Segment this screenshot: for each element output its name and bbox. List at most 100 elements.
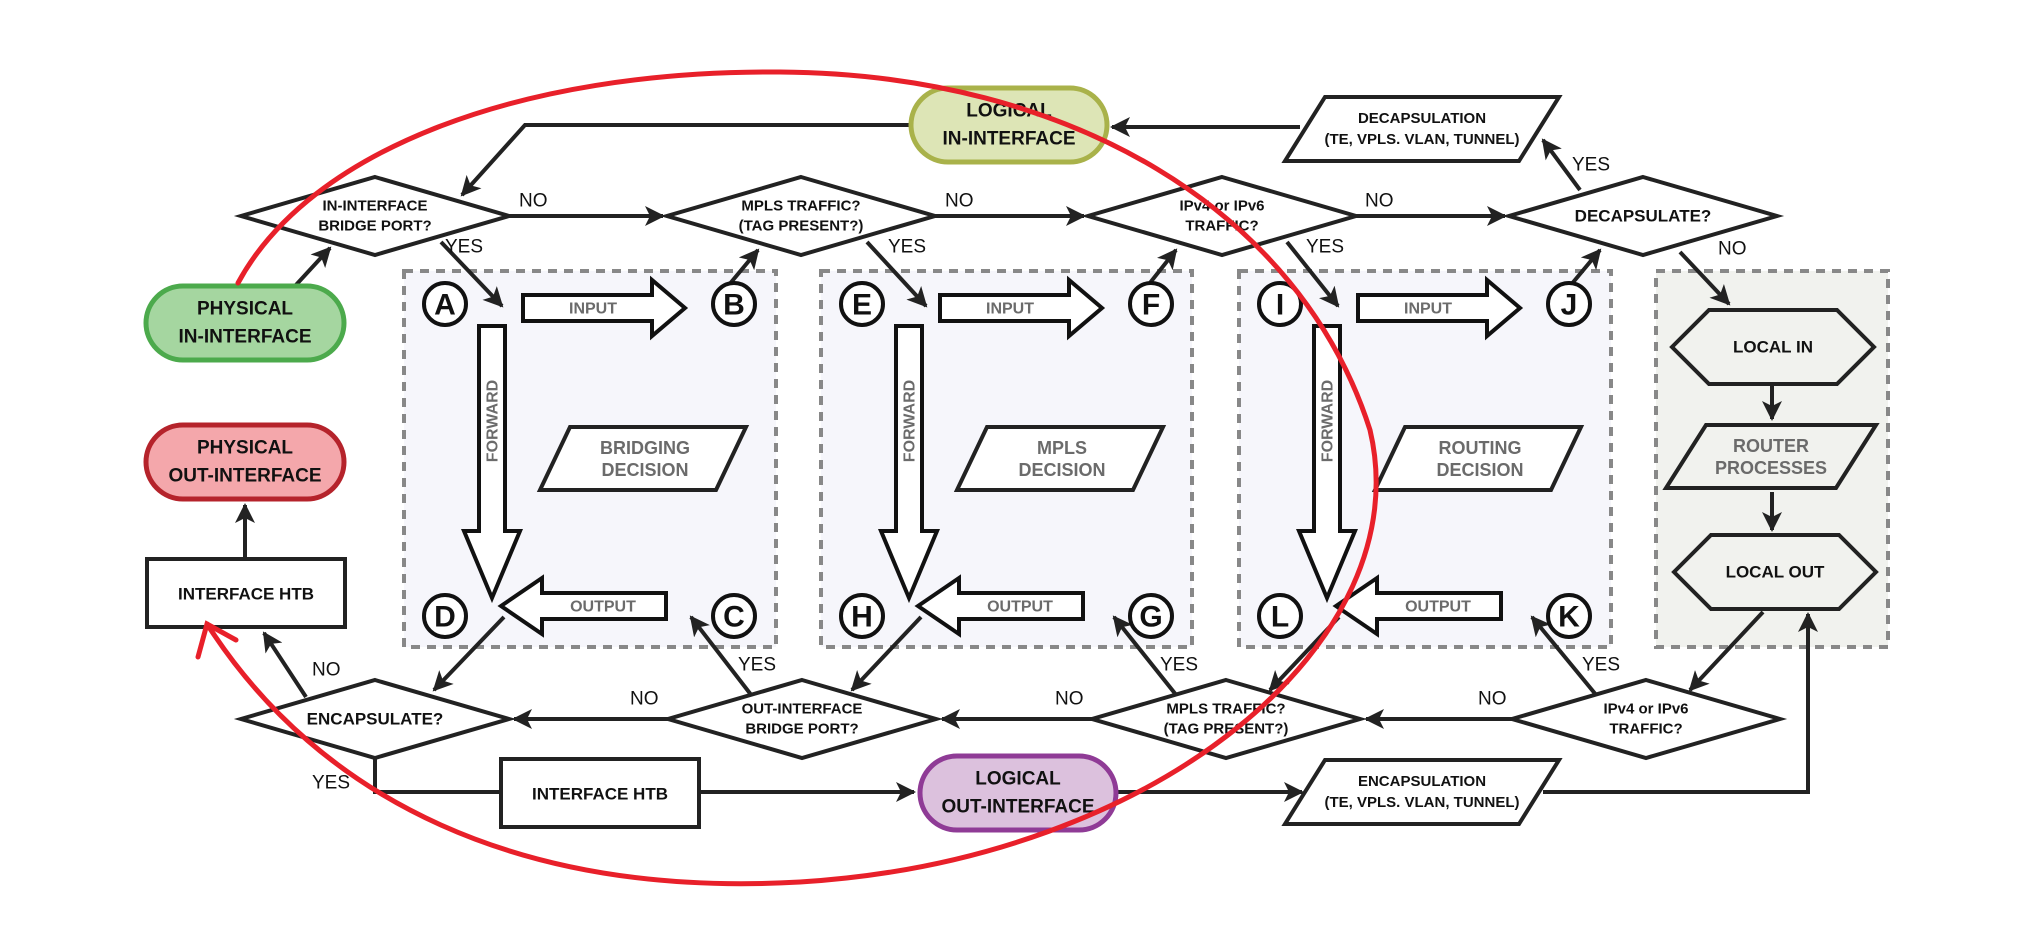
point-a-circle bbox=[422, 281, 468, 327]
decision-top-4-label-line: DECAPSULATE? bbox=[1575, 207, 1712, 226]
point-j-circle bbox=[1546, 281, 1592, 327]
physical-in-to-bridge-port-arrow bbox=[293, 246, 332, 288]
logical-in-interface[interactable] bbox=[908, 85, 1110, 165]
logical-out-interface[interactable] bbox=[917, 753, 1119, 833]
point-j: J bbox=[1561, 289, 1578, 322]
physical-in-interface[interactable] bbox=[143, 283, 347, 363]
routing-decision[interactable] bbox=[1371, 425, 1585, 492]
decision-top-2[interactable] bbox=[659, 174, 943, 258]
logical-in-to-bridge-port-arrow bbox=[460, 123, 911, 197]
decapsulation-label: DECAPSULATION(TE, VPLS. VLAN, TUNNEL) bbox=[1325, 110, 1520, 148]
local-out[interactable] bbox=[1671, 533, 1879, 611]
no-label-bottom-1: NO bbox=[1478, 689, 1507, 710]
yes-label-encapsulate: YES bbox=[312, 773, 350, 794]
point-i: I bbox=[1276, 289, 1284, 322]
decision-bottom-3-label-line: (TAG PRESENT?) bbox=[1164, 721, 1289, 738]
decapsulation-label-line: DECAPSULATION bbox=[1358, 110, 1486, 127]
forward-arrow-label: FORWARD bbox=[485, 380, 502, 462]
point-g: G bbox=[1139, 601, 1162, 634]
yes-to-g-arrow bbox=[1112, 615, 1179, 698]
physical-out-interface-label-line: PHYSICAL bbox=[197, 438, 293, 459]
point-l-circle bbox=[1257, 593, 1303, 639]
point-e: E bbox=[852, 289, 872, 322]
forward-arrow-label: FORWARD bbox=[902, 380, 919, 462]
no-label-decapsulate: NO bbox=[1718, 239, 1747, 260]
yes-to-k-arrow bbox=[1530, 615, 1599, 698]
no-label-bottom-2: NO bbox=[1055, 689, 1084, 710]
router-processes-label-line: ROUTER bbox=[1733, 436, 1809, 456]
decision-bottom-3[interactable] bbox=[1084, 677, 1368, 761]
decision-bottom-2-label-line: OUT-INTERFACE bbox=[742, 701, 863, 718]
annotation-arrowhead-icon bbox=[195, 620, 239, 660]
mpls-decision[interactable] bbox=[953, 425, 1167, 492]
local-out-label: LOCAL OUT bbox=[1726, 563, 1825, 582]
interface-htb-bottom-label-line: INTERFACE HTB bbox=[532, 785, 668, 804]
interface-htb-bottom[interactable] bbox=[499, 757, 701, 829]
mpls-decision-label-line: MPLS bbox=[1037, 438, 1087, 458]
logical-in-interface-label-line: IN-INTERFACE bbox=[943, 129, 1076, 150]
encapsulation-process[interactable] bbox=[1281, 758, 1563, 826]
encapsulation-to-local-out-arrow bbox=[1543, 612, 1818, 794]
forward-arrow-label: FORWARD bbox=[1320, 380, 1337, 462]
bridging-decision[interactable] bbox=[536, 425, 750, 492]
physical-out-interface[interactable] bbox=[143, 422, 347, 502]
input-arrow-label: INPUT bbox=[986, 301, 1034, 318]
decision-top-4[interactable] bbox=[1501, 174, 1785, 258]
yes-to-c-arrow bbox=[689, 615, 754, 698]
decision-bottom-4-label-line: IPv4 or IPv6 bbox=[1603, 701, 1688, 718]
bridging-decision-label-line: BRIDGING bbox=[600, 438, 690, 458]
decision-bottom-1-label-line: ENCAPSULATE? bbox=[307, 710, 444, 729]
output-arrow-label: OUTPUT bbox=[1405, 599, 1471, 616]
point-d-circle bbox=[422, 593, 468, 639]
local-in[interactable] bbox=[1669, 308, 1877, 386]
yes-to-i-arrow bbox=[1285, 240, 1340, 308]
decision-bottom-1-label: ENCAPSULATE? bbox=[307, 710, 444, 729]
forward-arrow bbox=[877, 324, 941, 604]
yes-label-g: YES bbox=[1160, 655, 1198, 676]
interface-htb-left-label: INTERFACE HTB bbox=[178, 585, 314, 604]
point-b-circle bbox=[711, 281, 757, 327]
point-i-circle bbox=[1257, 281, 1303, 327]
encapsulate-yes-line bbox=[373, 758, 501, 794]
yes-label-e: YES bbox=[888, 237, 926, 258]
point-h-circle bbox=[839, 593, 885, 639]
decision-bottom-2[interactable] bbox=[660, 677, 944, 761]
input-arrow-label: INPUT bbox=[569, 301, 617, 318]
decision-top-1-label: IN-INTERFACE BRIDGE PORT? bbox=[318, 198, 431, 235]
router-processes[interactable] bbox=[1662, 423, 1880, 490]
physical-out-interface-label-line: OUT-INTERFACE bbox=[168, 466, 321, 487]
decision-top-1[interactable] bbox=[233, 174, 517, 258]
decapsulation-process[interactable] bbox=[1281, 95, 1563, 163]
no-label-1: NO bbox=[519, 191, 548, 212]
decision-top-1-label-line: IN-INTERFACE bbox=[323, 198, 428, 215]
decision-top-3-label-line: TRAFFIC? bbox=[1185, 218, 1258, 235]
physical-out-interface-label: PHYSICAL OUT-INTERFACE bbox=[168, 438, 321, 487]
router-processes-label-line: PROCESSES bbox=[1715, 458, 1827, 478]
h-to-bridge-port-arrow bbox=[850, 615, 923, 692]
yes-label-k: YES bbox=[1582, 655, 1620, 676]
input-arrow bbox=[1356, 275, 1524, 341]
decision-top-2-label: MPLS TRAFFIC?(TAG PRESENT?) bbox=[739, 198, 864, 235]
input-arrow bbox=[938, 275, 1106, 341]
point-a: A bbox=[434, 289, 456, 322]
output-arrow-label: OUTPUT bbox=[987, 599, 1053, 616]
interface-htb-left[interactable] bbox=[145, 557, 347, 629]
point-c-circle bbox=[711, 593, 757, 639]
physical-in-interface-label-line: IN-INTERFACE bbox=[179, 327, 312, 348]
decision-top-1-label-line: BRIDGE PORT? bbox=[318, 218, 431, 235]
output-arrow bbox=[1332, 574, 1503, 638]
decision-bottom-4-label-line: TRAFFIC? bbox=[1609, 721, 1682, 738]
point-b: B bbox=[723, 289, 745, 322]
mpls-decision-label-line: DECISION bbox=[1018, 460, 1105, 480]
logical-out-interface-label-line: OUT-INTERFACE bbox=[941, 797, 1094, 818]
routing-decision-label-line: ROUTING bbox=[1439, 438, 1522, 458]
yes-label-c: YES bbox=[738, 655, 776, 676]
decision-top-3-label-line: IPv4 or IPv6 bbox=[1179, 198, 1264, 215]
decision-bottom-4[interactable] bbox=[1504, 677, 1788, 761]
point-e-circle bbox=[839, 281, 885, 327]
local-out-to-ip-decision-arrow bbox=[1688, 610, 1765, 692]
